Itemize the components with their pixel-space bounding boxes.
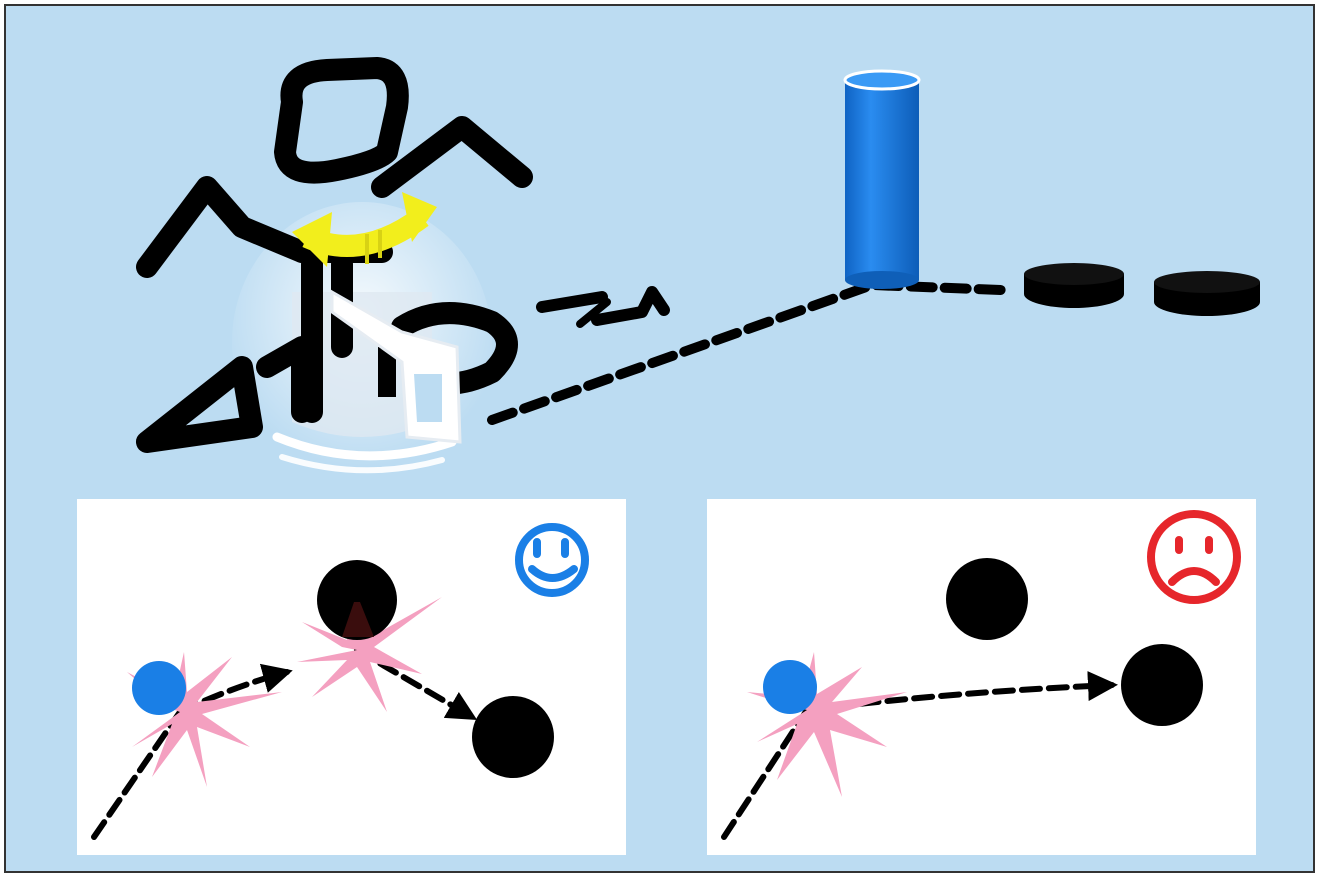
target-object bbox=[1121, 644, 1203, 726]
target-object bbox=[472, 696, 554, 778]
success-panel bbox=[77, 499, 626, 855]
gripper-contact-point bbox=[763, 660, 817, 714]
figure-frame bbox=[4, 4, 1315, 873]
grasped-object bbox=[317, 560, 397, 640]
target-cylinder bbox=[845, 71, 919, 289]
failure-panel bbox=[707, 499, 1256, 855]
figure-canvas bbox=[6, 6, 1315, 873]
missed-object bbox=[946, 558, 1028, 640]
disc-object bbox=[1154, 271, 1260, 316]
disc-object bbox=[1024, 263, 1124, 308]
gripper-contact-point bbox=[132, 661, 186, 715]
